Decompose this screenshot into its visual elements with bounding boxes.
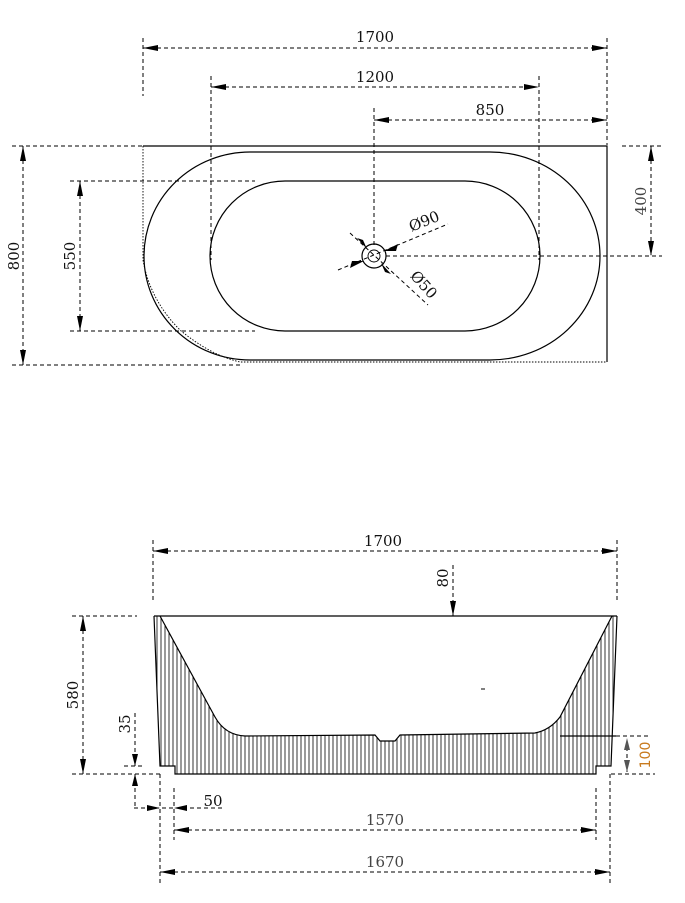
arrow-icon [450,601,456,616]
arrow-icon [20,146,26,161]
arrow-icon [602,548,617,554]
arrow-icon [80,759,86,774]
tub-frame [143,145,608,362]
top-view: 1700 1200 850 800 550 [5,28,662,366]
dim-label-850: 850 [476,101,505,119]
dim-label-1700-top: 1700 [356,28,394,46]
dim-label-35: 35 [116,714,134,733]
dim-label-550: 550 [61,242,79,271]
arrow-icon [524,84,539,90]
dim-label-1700-front: 1700 [364,532,402,550]
arrow-icon [20,350,26,365]
outer-rim [143,151,601,361]
basin-profile [159,615,613,742]
dim-label-400: 400 [632,187,650,216]
arrow-icon [80,616,86,631]
arrow-icon [174,805,187,811]
tub-body-hatch [154,616,617,774]
dim-label-1200: 1200 [356,68,394,86]
dim-label-100: 100 [638,742,654,769]
arrow-icon [374,117,389,123]
arrow-icon [624,738,630,750]
dim-label-1670: 1670 [366,853,404,871]
arrow-icon [592,117,607,123]
dim-label-diameter-50: Ø50 [407,267,441,302]
dim-label-50: 50 [203,792,222,810]
arrow-icon [211,84,226,90]
arrow-icon [132,754,138,766]
arrow-icon [624,760,630,772]
inner-basin [209,180,541,332]
front-elevation: 1700 80 580 35 50 [64,532,655,885]
arrow-icon [77,316,83,331]
arrow-icon [153,548,168,554]
arrow-icon [143,45,158,51]
arrow-icon [592,45,607,51]
arrow-icon [174,827,189,833]
wavy-edge [142,146,607,363]
dim-label-800: 800 [5,242,23,271]
drain-icon [337,223,449,306]
arrow-icon [77,181,83,196]
arrow-icon [581,827,596,833]
arrow-icon [595,869,610,875]
arrow-icon [648,146,654,161]
outer-profile [153,615,618,775]
arrow-icon [160,869,175,875]
arrow-icon [132,774,138,786]
arrow-icon [147,805,160,811]
arrow-icon [648,241,654,256]
dim-label-diameter-90: Ø90 [406,207,442,235]
dim-label-1570: 1570 [366,811,404,829]
dim-label-80: 80 [434,568,452,587]
dim-label-580: 580 [64,681,82,710]
